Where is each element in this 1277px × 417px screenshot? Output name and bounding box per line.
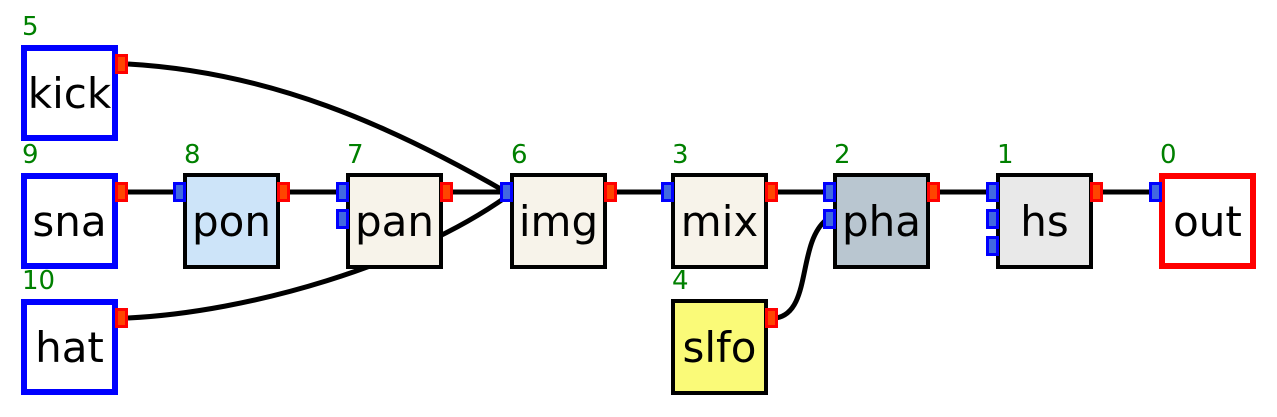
node-pha-output-port[interactable] [927,182,940,202]
node-pon[interactable]: 8 pon [173,140,290,269]
node-kick[interactable]: 5 kick [21,12,128,141]
node-out[interactable]: 0 out [1149,140,1256,269]
node-hs-input-port-2[interactable] [986,209,999,229]
node-hs-number: 1 [997,140,1014,170]
node-pha[interactable]: 2 pha [823,140,940,269]
node-hs-body [996,173,1093,269]
node-mix-number: 3 [672,140,689,170]
node-slfo-body [671,299,768,395]
node-hat-body [21,299,118,395]
node-img-body [510,173,607,269]
node-out-input-port-1[interactable] [1149,182,1162,202]
node-pan-input-port-2[interactable] [336,209,349,229]
wire-hat-img[interactable] [127,194,508,321]
node-pan-body [346,173,443,269]
node-sna-number: 9 [22,140,39,170]
node-pha-number: 2 [834,140,851,170]
node-out-number: 0 [1160,140,1177,170]
node-slfo-number: 4 [672,266,689,296]
node-pon-input-port-1[interactable] [173,182,186,202]
node-hat-number: 10 [22,266,56,296]
node-kick-output-port[interactable] [115,54,128,74]
node-mix-input-port-1[interactable] [661,182,674,202]
node-hat[interactable]: 10 hat [21,266,128,395]
node-img-output-port[interactable] [604,182,617,202]
node-pha-body [833,173,930,269]
node-hat-output-port[interactable] [115,308,128,328]
node-hs-input-port-3[interactable] [986,236,999,256]
node-img-input-port-1[interactable] [500,182,513,202]
node-pan-input-port-1[interactable] [336,182,349,202]
node-pan[interactable]: 7 pan [336,140,453,269]
node-slfo[interactable]: 4 slfo [671,266,778,395]
node-pon-body [183,173,280,269]
node-sna[interactable]: 9 sna [21,140,128,269]
node-hs[interactable]: 1 hs [986,140,1103,269]
node-mix[interactable]: 3 mix [661,140,778,269]
node-mix-body [671,173,768,269]
node-img[interactable]: 6 img [500,140,617,269]
node-sna-body [21,173,118,269]
node-pon-number: 8 [184,140,201,170]
node-kick-body [21,45,118,141]
node-hs-input-port-1[interactable] [986,182,999,202]
node-img-number: 6 [511,140,528,170]
node-out-body [1159,173,1256,269]
node-pha-input-port-2[interactable] [823,209,836,229]
node-mix-output-port[interactable] [765,182,778,202]
node-hs-output-port[interactable] [1090,182,1103,202]
node-pan-number: 7 [347,140,364,170]
node-pan-output-port[interactable] [440,182,453,202]
wire-slfo-pha[interactable] [775,218,828,321]
node-kick-number: 5 [22,12,39,42]
node-pha-input-port-1[interactable] [823,182,836,202]
node-sna-output-port[interactable] [115,182,128,202]
node-pon-output-port[interactable] [277,182,290,202]
wire-kick-img[interactable] [127,61,508,195]
node-slfo-output-port[interactable] [765,308,778,328]
